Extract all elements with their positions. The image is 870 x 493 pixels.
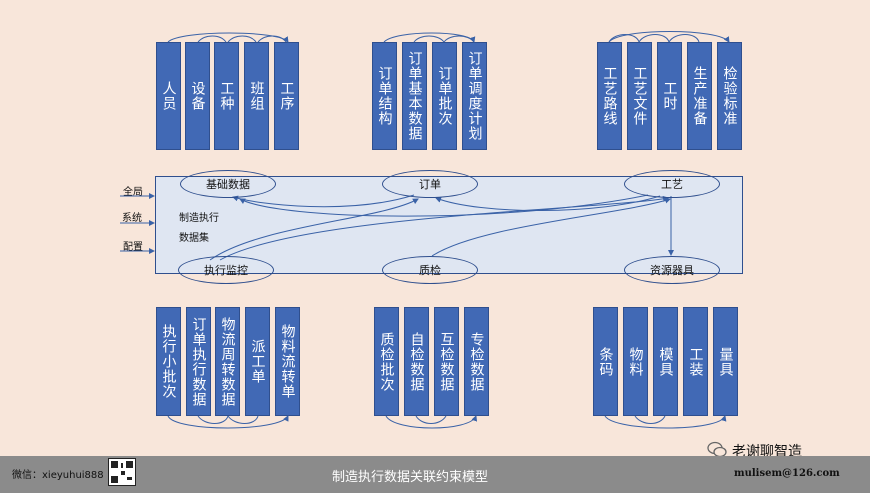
arc-bottom-resource <box>604 415 727 429</box>
node-gongyi: 工艺 <box>624 170 720 198</box>
box-banzu: 班组 <box>244 42 269 150</box>
node-dingdan: 订单 <box>382 170 478 198</box>
node-zhijian: 质检 <box>382 256 478 284</box>
node-zhixingjiankong: 执行监控 <box>178 256 274 284</box>
rel-process-basic <box>239 194 649 217</box>
arc-top-process <box>608 31 730 43</box>
box-dingdanjiben: 订单基本数据 <box>402 42 427 150</box>
box-dingdanzhixing: 订单执行数据 <box>186 307 211 416</box>
arc-top-basic <box>167 32 289 43</box>
rel-exec-process <box>219 195 669 261</box>
box-gongyiluxian: 工艺路线 <box>597 42 622 150</box>
box-shebei: 设备 <box>185 42 210 150</box>
box-gongzhuang: 工装 <box>683 307 708 416</box>
box-wuliao: 物料 <box>623 307 648 416</box>
box-gongzhong: 工种 <box>214 42 239 150</box>
box-dingdanpici: 订单批次 <box>432 42 457 150</box>
box-zijian: 自检数据 <box>404 307 429 416</box>
arc-bottom-qc <box>385 415 478 429</box>
box-zhuanjian: 专检数据 <box>464 307 489 416</box>
main-label-line1: 制造执行 <box>179 213 219 224</box>
box-zhixingxiaopici: 执行小批次 <box>156 307 181 416</box>
box-dingdanjiegou: 订单结构 <box>372 42 397 150</box>
box-gongxu: 工序 <box>274 42 299 150</box>
rel-exec-order <box>209 198 419 261</box>
node-ziyuanqiju: 资源器具 <box>624 256 720 284</box>
box-muju: 模具 <box>653 307 678 416</box>
box-wuliuzhouzhuan: 物流周转数据 <box>215 307 240 416</box>
rel-qc-process <box>431 197 671 257</box>
box-dingdantiaodu: 订单调度计划 <box>462 42 487 150</box>
side-label-quanju: 全局 <box>123 187 143 198</box>
box-wuliaoliuzhuan: 物料流转单 <box>275 307 300 416</box>
box-shengchanzhunbei: 生产准备 <box>687 42 712 150</box>
footer-bar <box>0 456 870 493</box>
box-hujian: 互检数据 <box>434 307 459 416</box>
box-paigongdan: 派工单 <box>245 307 270 416</box>
arc-top-order <box>383 32 476 43</box>
node-jichushuju: 基础数据 <box>180 170 276 198</box>
main-label-line2: 数据集 <box>179 233 209 244</box>
footer-title: 制造执行数据关联约束模型 <box>332 470 489 485</box>
side-label-xitong: 系统 <box>122 213 142 224</box>
box-renyuan: 人员 <box>156 42 181 150</box>
box-liangju: 量具 <box>713 307 738 416</box>
box-gongyiwenjian: 工艺文件 <box>627 42 652 150</box>
box-tiaoma: 条码 <box>593 307 618 416</box>
box-zhijianpici: 质检批次 <box>374 307 399 416</box>
arc-bottom-exec <box>167 415 289 429</box>
box-gongshi: 工时 <box>657 42 682 150</box>
footer-email: mulisem@126.com <box>734 468 840 479</box>
qr-code-icon <box>108 458 136 486</box>
side-label-peizhi: 配置 <box>123 242 143 253</box>
footer-wechat-id: 微信：xieyuhui888 <box>12 470 104 481</box>
box-jianyanbiaozhun: 检验标准 <box>717 42 742 150</box>
rel-order-basic <box>232 194 415 208</box>
